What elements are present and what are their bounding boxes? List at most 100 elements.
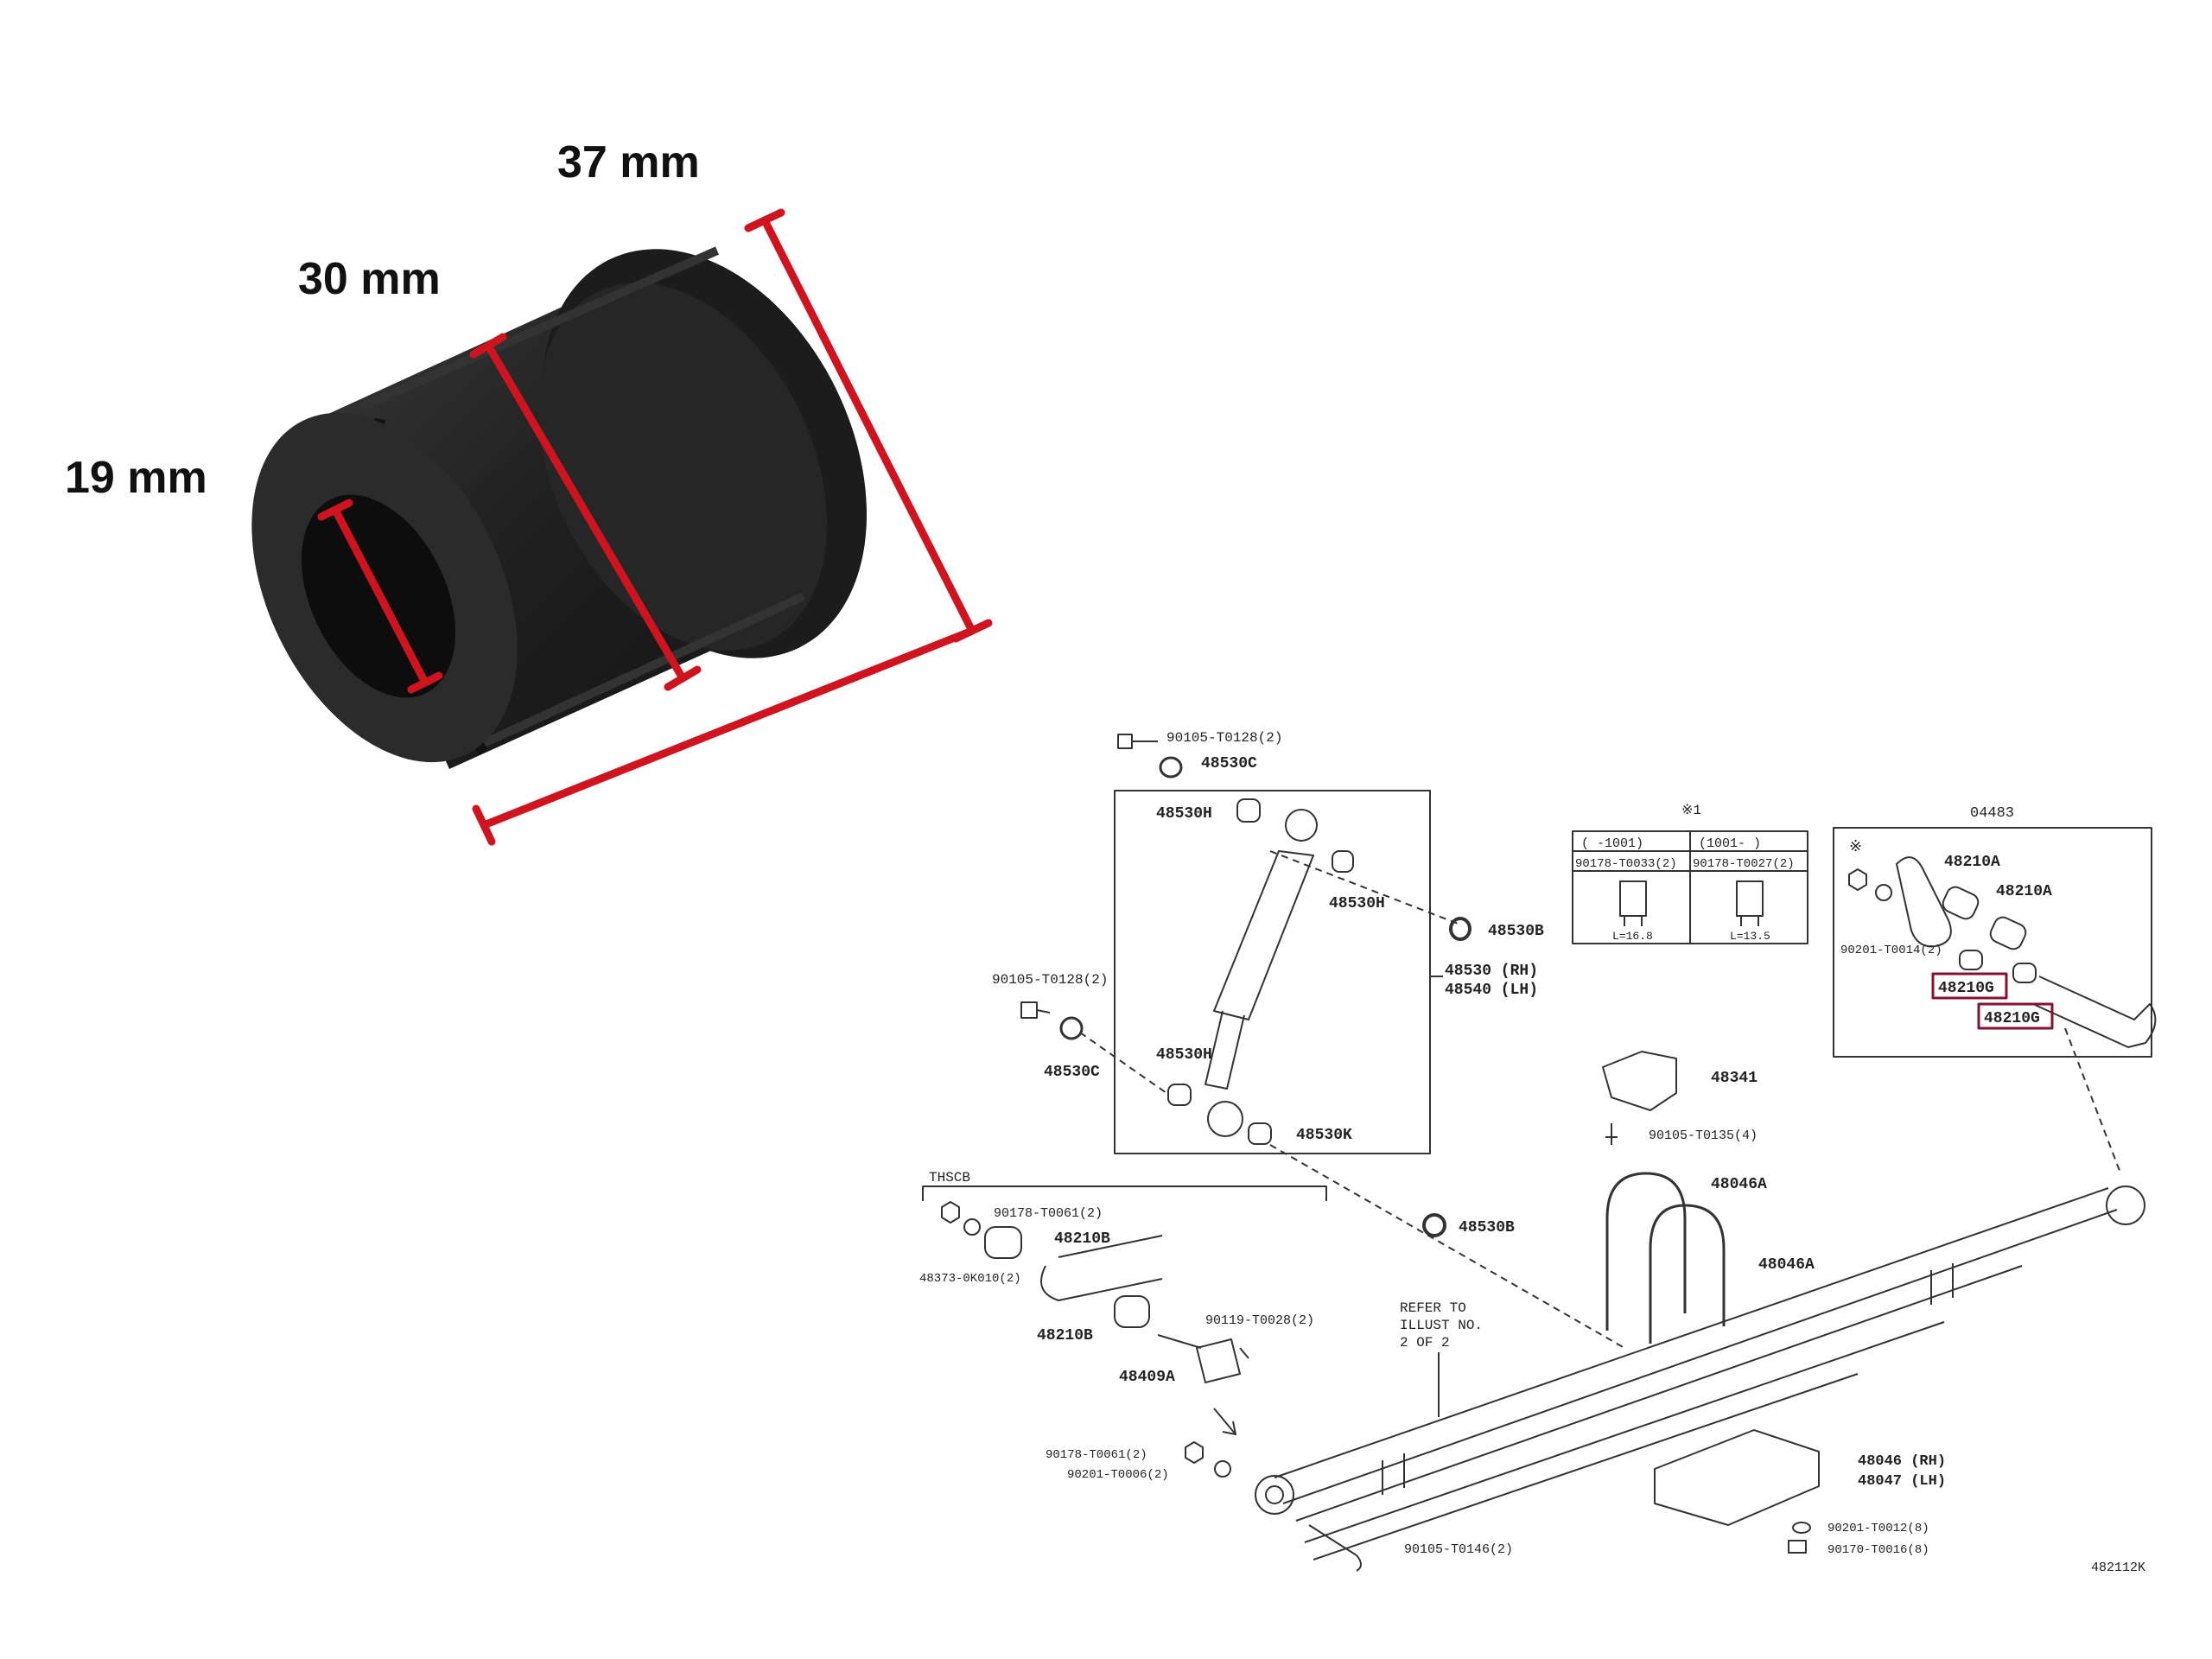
dimension-outer-label: 30 mm <box>298 254 441 304</box>
shackle-box <box>1833 827 2152 1058</box>
front-hanger-bushing-b2-label: 48210B <box>1037 1327 1093 1344</box>
hanger-icon <box>1196 1338 1241 1383</box>
front-hanger-group-label: THSCB <box>929 1170 970 1185</box>
shackle-bushing-g2-label: 48210G <box>1984 1010 2040 1027</box>
bushing-icon <box>1989 916 2027 950</box>
bushing-icon <box>1942 886 1980 920</box>
bolt-icon <box>1605 1123 1618 1145</box>
spring-plate-lh-label: 48047 (LH) <box>1858 1473 1946 1490</box>
shock-absorber-group: 90105-T0128(2) 48530C 48530H 48530H 4853… <box>992 730 1625 1349</box>
nut-icon <box>1185 1441 1204 1464</box>
shock-washer-b-bottom-label: 48530B <box>1459 1219 1515 1236</box>
front-hanger-label: 48409A <box>1119 1369 1175 1386</box>
bumper-label: 48341 <box>1711 1070 1758 1087</box>
washer-icon <box>1422 1213 1446 1237</box>
washer-icon <box>963 1218 981 1236</box>
table-col2-part: 90178-T0027(2) <box>1693 857 1795 871</box>
leader-line <box>1269 1144 1625 1349</box>
bolt-icon <box>1157 1334 1249 1359</box>
table-col2-header: (1001- ) <box>1699 836 1761 851</box>
bushing-icon <box>2012 963 2037 983</box>
leader-line <box>1269 850 1461 925</box>
u-bolt-icon <box>1649 1204 1726 1344</box>
eye-washer-label: 90201-T0006(2) <box>1067 1468 1169 1482</box>
bushing-rib <box>481 592 806 747</box>
shock-box <box>1114 790 1431 1154</box>
dimension-inner-label: 19 mm <box>65 453 207 503</box>
spring-eye-rear <box>2106 1185 2145 1225</box>
shock-lh-label: 48540 (LH) <box>1445 982 1538 999</box>
washer-icon <box>1059 1016 1084 1040</box>
shackle-note-label: ※ <box>1849 839 1862 856</box>
parts-diagram: 90105-T0128(2) 48530C 48530H 48530H 4853… <box>919 730 2157 1575</box>
nut-icon <box>1619 880 1647 926</box>
refer-line-2: ILLUST NO. <box>1400 1318 1483 1333</box>
leaf-spring-icon <box>1274 1187 2118 1560</box>
washer-icon <box>1214 1460 1231 1478</box>
bushing-rib <box>360 246 720 410</box>
washer-icon <box>1449 917 1471 941</box>
spring-plate-rh-label: 48046 (RH) <box>1858 1453 1946 1470</box>
highlight-box-g2 <box>1977 1002 2054 1030</box>
spring-plate-nut1-label: 90201-T0012(8) <box>1827 1522 1929 1535</box>
nut-icon <box>1848 868 1867 891</box>
shackle-plate-icon <box>1896 856 1952 948</box>
bolt-icon <box>1308 1524 1362 1572</box>
bolt-icon <box>1020 1001 1051 1019</box>
leader-line <box>2064 1027 2122 1176</box>
dimension-inner-line <box>317 499 443 694</box>
shackle-bushing-g1-label: 48210G <box>1938 980 1994 997</box>
shock-bushing-lower-label: 48530H <box>1156 1046 1212 1064</box>
shackle-bushing-a1-label: 48210A <box>1944 854 2000 871</box>
front-hanger-group: THSCB 90178-T0061(2) 48373-0K010(2) 4821… <box>919 1170 1327 1435</box>
shackle-kit-title: 04483 <box>1970 805 2014 822</box>
nut-icon <box>941 1201 960 1224</box>
washer-icon <box>1159 756 1183 779</box>
bushing-icon <box>1332 850 1354 873</box>
figure-id-label: 482112K <box>2091 1560 2145 1575</box>
shock-bushing-top-right-label: 48530H <box>1329 895 1385 912</box>
eye-bolt-label: 90105-T0146(2) <box>1404 1542 1513 1557</box>
spring-clip-icon <box>1382 1263 1954 1495</box>
shock-rh-label: 48530 (RH) <box>1445 963 1538 980</box>
highlight-box-g1 <box>1931 972 2008 1000</box>
spring-plate-nut2-label: 90170-T0016(8) <box>1827 1543 1929 1557</box>
front-hanger-nut-label: 90178-T0061(2) <box>994 1206 1103 1221</box>
bumper-bolt-label: 90105-T0135(4) <box>1649 1128 1758 1143</box>
bushing-icon <box>1236 798 1261 823</box>
table-col1-header: ( -1001) <box>1581 836 1643 851</box>
shock-bushing-top-left-label: 48530H <box>1156 805 1212 823</box>
bushing-icon <box>1959 950 1983 970</box>
shock-bolt-left-label: 90105-T0128(2) <box>992 972 1108 988</box>
bushing-icon <box>984 1226 1022 1259</box>
front-hanger-washer-label: 48373-0K010(2) <box>919 1272 1021 1286</box>
shock-washer-top-label: 48530C <box>1201 755 1257 772</box>
refer-line-1: REFER TO <box>1400 1300 1466 1316</box>
bolt-icon <box>1117 734 1158 749</box>
spring-eye-front <box>1255 1475 1294 1515</box>
shackle-bolt-icon <box>2032 976 2157 1048</box>
shock-washer-b-top-label: 48530B <box>1488 923 1544 940</box>
bushing-icon <box>1248 1122 1272 1145</box>
front-hanger-bolt-label: 90119-T0028(2) <box>1205 1313 1314 1328</box>
table-col1-dim: L=16.8 <box>1612 930 1653 943</box>
nut-icon <box>1736 880 1764 926</box>
eye-nut-label: 90178-T0061(2) <box>1046 1448 1147 1462</box>
shock-bushing-bottom-label: 48530K <box>1296 1127 1352 1144</box>
nut-icon <box>1788 1540 1807 1554</box>
shock-absorber-icon <box>1205 809 1318 1137</box>
shackle-kit-group: 04483 ※ 48210A 48210A 90201-T0014(2) 482… <box>1833 805 2157 1176</box>
front-hanger-bushing-b1-label: 48210B <box>1054 1230 1110 1248</box>
dimension-length-base <box>472 626 976 846</box>
table-col2-dim: L=13.5 <box>1730 930 1770 943</box>
center-bolt-table: ※1 ( -1001) (1001- ) 90178-T0033(2) 9017… <box>1572 803 1808 944</box>
bushing-icon <box>1167 1084 1192 1106</box>
shackle-nut-label: 90201-T0014(2) <box>1840 944 1942 957</box>
shackle-bushing-a2-label: 48210A <box>1996 883 2052 900</box>
table-note-label: ※1 <box>1681 803 1701 818</box>
u-bolt-2-label: 48046A <box>1758 1256 1815 1274</box>
shock-bolt-top-label: 90105-T0128(2) <box>1166 730 1282 746</box>
washer-icon <box>1792 1522 1811 1534</box>
table-col1-part: 90178-T0033(2) <box>1575 857 1677 871</box>
